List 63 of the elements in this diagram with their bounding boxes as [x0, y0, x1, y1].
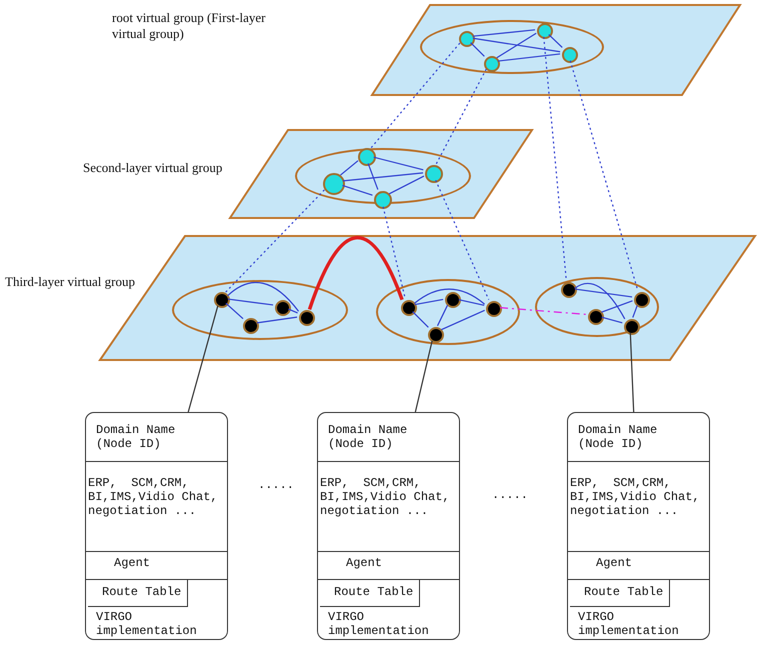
link-line	[548, 34, 563, 48]
leader-line	[630, 332, 634, 412]
group-ellipse	[376, 279, 520, 345]
node-card	[567, 412, 710, 640]
route-table-box: Route Table	[320, 579, 420, 607]
agent-text: Agent	[346, 556, 384, 570]
implementation-text: VIRGO implementation	[96, 610, 198, 638]
dotted-link-line	[436, 68, 487, 164]
link-line	[574, 288, 632, 298]
node-id-text: Domain Name (Node ID)	[328, 423, 408, 451]
node-card	[85, 412, 228, 640]
service-list: ERP, SCM,CRM, BI,IMS,Vidio Chat, negotiation ...	[320, 476, 450, 518]
route-table-box: Route Table	[570, 579, 670, 607]
link-line	[632, 305, 638, 318]
link-line	[228, 298, 274, 306]
link-line	[368, 163, 378, 190]
node-id-text: Domain Name (Node ID)	[578, 423, 658, 451]
leader-line	[188, 306, 218, 412]
link-line	[414, 298, 444, 306]
link-line	[470, 42, 485, 57]
link-line	[342, 172, 424, 182]
link-line	[472, 38, 560, 52]
dash-dot-link-line	[500, 307, 586, 315]
implementation-text: VIRGO implementation	[578, 610, 680, 638]
link-line	[412, 311, 429, 328]
node-id-text: Domain Name (Node ID)	[96, 423, 176, 451]
group-ellipse	[420, 20, 604, 74]
link-line	[414, 288, 485, 305]
arc-link-line	[308, 236, 404, 310]
link-line	[256, 316, 298, 324]
service-list: ERP, SCM,CRM, BI,IMS,Vidio Chat, negotiation ...	[88, 476, 218, 518]
link-line	[388, 176, 424, 194]
dotted-link-line	[225, 190, 325, 293]
ellipsis-text: .....	[258, 478, 294, 492]
link-line	[374, 156, 424, 170]
ellipsis-text: .....	[492, 488, 528, 502]
service-list: ERP, SCM,CRM, BI,IMS,Vidio Chat, negotiation ...	[570, 476, 700, 518]
link-line	[226, 302, 244, 320]
group-ellipse	[172, 280, 348, 340]
link-line	[458, 299, 484, 306]
link-line	[498, 53, 560, 62]
group-ellipse	[535, 277, 659, 337]
layer-label: Third-layer virtual group	[5, 274, 136, 290]
link-line	[340, 160, 358, 176]
dotted-link-line	[370, 42, 460, 149]
link-line	[496, 32, 537, 58]
implementation-text: VIRGO implementation	[328, 610, 430, 638]
link-line	[227, 282, 299, 312]
agent-text: Agent	[596, 556, 634, 570]
node-card	[317, 412, 460, 640]
link-line	[602, 316, 622, 324]
link-line	[441, 310, 485, 330]
link-line	[574, 282, 626, 320]
link-line	[601, 300, 633, 313]
link-line	[436, 304, 448, 326]
route-table-box: Route Table	[88, 579, 188, 607]
link-line	[288, 308, 298, 314]
layer-label: root virtual group (First-layer virtual group)	[112, 10, 266, 42]
layer-label: Second-layer virtual group	[83, 160, 224, 176]
agent-text: Agent	[114, 556, 152, 570]
link-line	[342, 184, 373, 196]
link-line	[472, 29, 536, 37]
leader-line	[414, 340, 433, 412]
